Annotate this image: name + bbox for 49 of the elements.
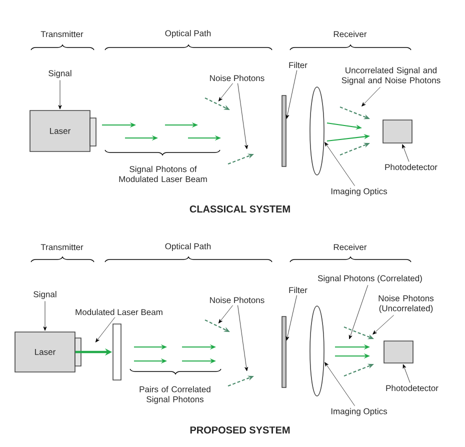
callout-text: Uncorrelated Signal and Signal and Noise Photons	[342, 67, 440, 85]
callout-text: Noise Photons (Uncorrelated)	[378, 295, 434, 313]
leader-line	[372, 314, 394, 334]
section-label: Receiver	[334, 30, 367, 38]
bar-filter	[282, 316, 286, 388]
leader-line	[238, 83, 248, 150]
leader-line	[324, 362, 355, 406]
leader-line	[238, 305, 248, 372]
panel-title: CLASSICAL SYSTEM	[190, 205, 290, 213]
callout-text: Imaging Optics	[331, 188, 388, 196]
section-label: Optical Path	[165, 243, 211, 251]
leader-line	[58, 80, 62, 110]
modulator-plate	[112, 324, 122, 380]
lens	[310, 86, 324, 176]
leader-line	[402, 364, 410, 383]
callout-text: Modulated Laser Beam	[76, 308, 162, 316]
leader-line	[218, 305, 233, 324]
leader-line	[348, 284, 368, 340]
leader-line	[402, 144, 410, 162]
section-label: Pairs of Correlated Signal Photons	[140, 386, 210, 404]
callout-text: Signal	[48, 70, 72, 78]
callout-text: Signal	[34, 291, 56, 299]
bar-filter	[282, 95, 286, 167]
leader-line	[324, 142, 355, 186]
callout-text: Noise Photons	[210, 74, 264, 82]
callout-text: Signal Photons (Correlated)	[318, 275, 422, 283]
callout-text: Imaging Optics	[331, 408, 388, 416]
callout-text: Photodetector	[385, 164, 438, 170]
callout-text: Photodetector	[386, 384, 438, 392]
callout-text: Filter	[289, 62, 308, 68]
panel-title: PROPOSED SYSTEM	[190, 426, 290, 434]
laser-box: Laser	[14, 332, 82, 372]
callout-text: Noise Photons	[210, 296, 264, 304]
leader-line	[43, 300, 47, 331]
leader-line	[286, 70, 298, 119]
laser-box: Laser	[30, 110, 96, 152]
section-label: Signal Photons of Modulated Laser Beam	[119, 166, 207, 182]
leader-line	[362, 86, 380, 106]
callout-text: Filter	[289, 286, 308, 294]
section-label: Receiver	[334, 244, 367, 250]
section-label: Optical Path	[165, 30, 211, 38]
leader-line	[286, 295, 297, 341]
section-label: Transmitter	[40, 244, 84, 250]
leader-line	[218, 83, 233, 102]
leader-line	[95, 317, 116, 342]
photodetector-box	[382, 120, 412, 144]
section-label: Transmitter	[40, 30, 84, 38]
photodetector-box	[384, 340, 414, 364]
lens	[310, 306, 324, 396]
